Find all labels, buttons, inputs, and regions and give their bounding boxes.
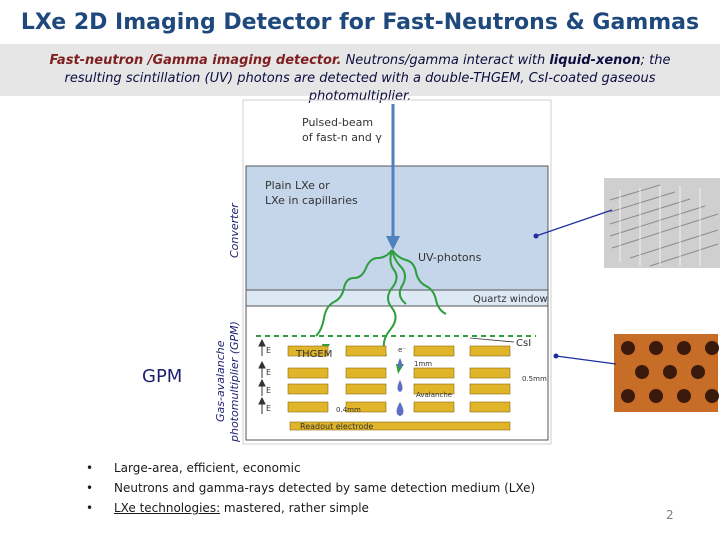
slide-title: LXe 2D Imaging Detector for Fast-Neutron… <box>20 10 700 35</box>
connector-dot <box>553 353 559 359</box>
gpm-label: GPM <box>142 366 183 387</box>
lxe-label-line1: Plain LXe or <box>265 179 330 192</box>
electron-label: e⁻ <box>398 346 406 354</box>
uv-photons-label: UV-photons <box>418 251 482 264</box>
bullet-marker: • <box>86 481 94 495</box>
e-field-label: E <box>266 346 271 355</box>
photon-arrowhead <box>396 364 404 374</box>
csi-label: CsI <box>516 338 531 349</box>
bullet-text: Neutrons and gamma-rays detected by same… <box>114 481 536 495</box>
subtitle-lead: Fast-neutron /Gamma imaging detector. <box>49 53 342 68</box>
capillary-array-image <box>604 178 720 268</box>
thgem-electrodes <box>287 345 511 431</box>
bullet-marker: • <box>86 501 94 515</box>
avalanche-drops <box>396 358 404 416</box>
quartz-window-label: Quartz window <box>473 294 548 305</box>
lxe-label-line2: LXe in capillaries <box>265 194 358 207</box>
mm04-label: 0.4mm <box>336 406 361 414</box>
beam-label-line2: of fast-n and γ <box>302 131 382 144</box>
subtitle-emphasis: liquid-xenon <box>549 53 641 68</box>
bullet-text-rest: mastered, rather simple <box>220 501 369 515</box>
thgem-label: THGEM <box>295 349 332 360</box>
lxe-region <box>245 165 549 291</box>
beam-arrowhead <box>386 236 400 250</box>
mm05-label: 0.5mm <box>522 375 547 383</box>
bullet-text: LXe technologies: mastered, rather simpl… <box>114 498 369 518</box>
csi-pointer <box>469 337 515 343</box>
e-field-label: E <box>266 404 271 413</box>
connector-line-thgem <box>555 355 617 365</box>
subtitle-text-1: Neutrons/gamma interact with <box>341 53 550 68</box>
mm1-label: 1mm <box>414 360 432 368</box>
readout-label: Readout electrode <box>300 422 373 431</box>
page-number: 2 <box>666 508 674 522</box>
thgem-hole-image <box>614 334 719 412</box>
avalanche-label: Avalanche <box>416 391 452 399</box>
field-arrows <box>258 338 266 414</box>
connector-line-capillary <box>535 209 613 237</box>
bullet-text-lead: LXe technologies: <box>114 501 221 515</box>
bullet-marker: • <box>86 461 94 475</box>
bullet-text: Large-area, efficient, economic <box>114 461 301 475</box>
e-field-label: E <box>266 386 271 395</box>
connector-dot <box>533 233 539 239</box>
diagram-frame <box>242 99 552 445</box>
uv-photon-waves <box>315 249 447 357</box>
beam-label-line1: Pulsed-beam <box>302 116 373 129</box>
subtitle-banner: Fast-neutron /Gamma imaging detector. Ne… <box>0 44 720 104</box>
e-field-label: E <box>266 368 271 377</box>
